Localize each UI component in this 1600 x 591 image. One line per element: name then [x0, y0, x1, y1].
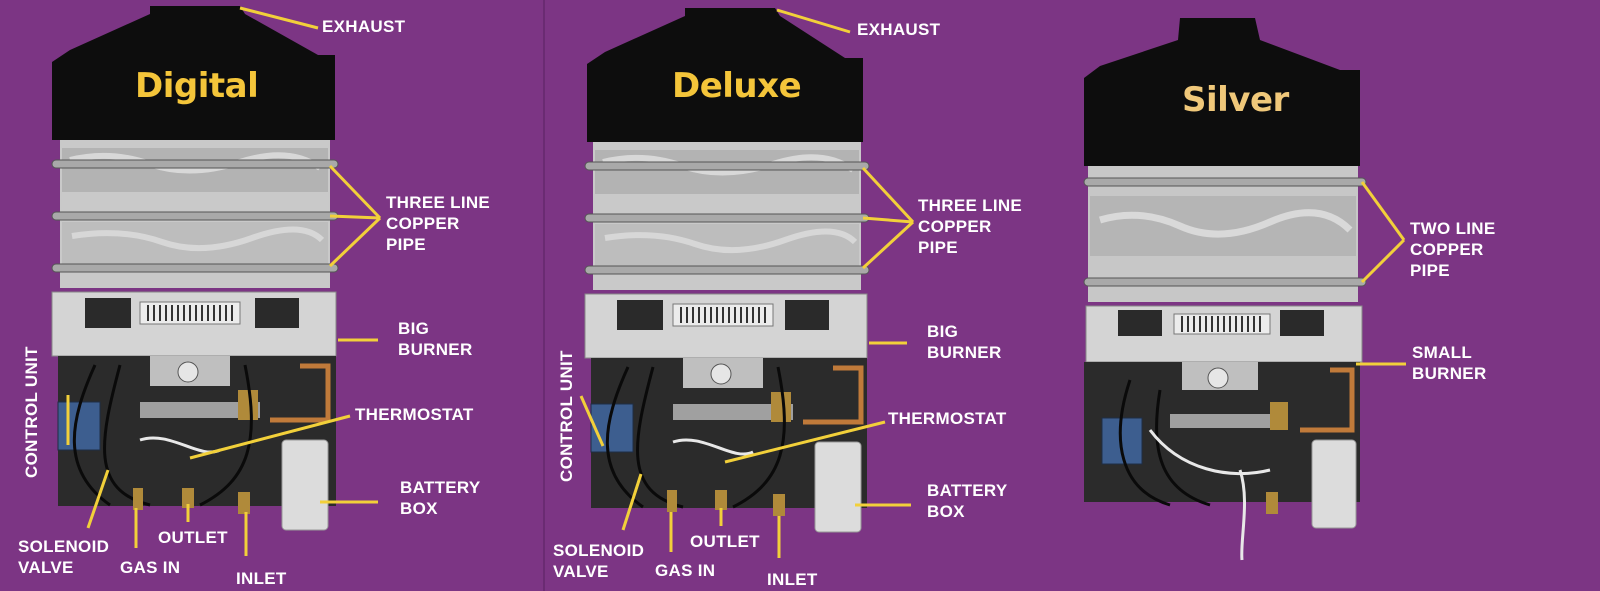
label-copper-pipe: THREE LINE COPPER PIPE	[918, 196, 1023, 257]
copper-pipe-line	[51, 263, 339, 273]
label-control-unit: CONTROL UNIT	[557, 350, 576, 482]
label-gas-in: GAS IN	[120, 558, 181, 577]
label-inlet: INLET	[767, 570, 818, 589]
heater-silver-drawing	[1083, 18, 1406, 561]
label-control-unit: CONTROL UNIT	[22, 346, 41, 478]
label-battery-box: BATTERY BOX	[400, 478, 481, 518]
panel-divider	[543, 0, 545, 591]
heater-digital: Digital EXHAUST THREE LINE COPPER PIPE B…	[0, 0, 545, 591]
label-battery-box: BATTERY BOX	[927, 481, 1008, 521]
control-unit-box	[590, 403, 634, 453]
label-inlet: INLET	[236, 569, 287, 588]
model-title: Deluxe	[672, 66, 802, 106]
battery-box	[814, 441, 862, 533]
heater-silver: Silver TWO LINE COPPER PIPE SMALL BURNER	[1083, 0, 1600, 591]
label-exhaust: EXHAUST	[857, 20, 941, 39]
label-thermostat: THERMOSTAT	[355, 405, 474, 424]
copper-pipe-line	[51, 211, 339, 221]
exhaust-hood	[52, 6, 335, 140]
exhaust-hood	[1084, 18, 1360, 166]
leader-lines	[1356, 181, 1406, 366]
battery-box	[1311, 439, 1357, 529]
label-burner: SMALL BURNER	[1412, 343, 1487, 383]
label-burner: BIG BURNER	[927, 322, 1002, 362]
leader-lines	[579, 8, 915, 558]
label-exhaust: EXHAUST	[322, 17, 406, 36]
label-outlet: OUTLET	[158, 528, 228, 547]
label-outlet: OUTLET	[690, 532, 760, 551]
exhaust-hood	[587, 8, 863, 142]
model-title: Digital	[135, 66, 259, 106]
copper-pipe-line	[51, 159, 339, 169]
label-solenoid-valve: SOLENOID VALVE	[18, 537, 110, 577]
copper-pipe-line	[1083, 177, 1367, 187]
heater-digital-drawing	[51, 6, 382, 556]
battery-box	[281, 439, 329, 531]
label-copper-pipe: TWO LINE COPPER PIPE	[1410, 219, 1496, 280]
label-solenoid-valve: SOLENOID VALVE	[553, 541, 645, 581]
label-copper-pipe: THREE LINE COPPER PIPE	[386, 193, 491, 254]
heater-deluxe-drawing	[579, 8, 915, 558]
copper-pipe-line	[584, 265, 870, 275]
label-burner: BIG BURNER	[398, 319, 473, 359]
copper-pipe-line	[1083, 277, 1367, 287]
heater-deluxe: Deluxe EXHAUST THREE LINE COPPER PIPE BI…	[545, 0, 1090, 591]
model-title: Silver	[1182, 80, 1289, 120]
leader-lines	[66, 6, 382, 556]
label-thermostat: THERMOSTAT	[888, 409, 1007, 428]
label-gas-in: GAS IN	[655, 561, 716, 580]
copper-pipe-line	[584, 161, 870, 171]
copper-pipe-line	[584, 213, 870, 223]
